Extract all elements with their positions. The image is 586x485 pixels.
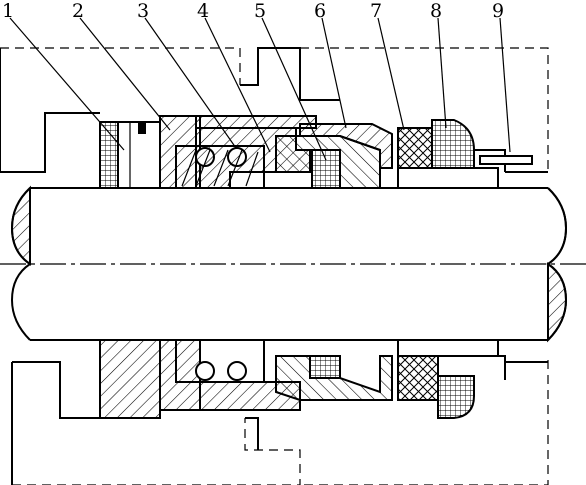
leader-lines bbox=[9, 17, 511, 161]
part-7-auxiliary-seal bbox=[397, 127, 433, 169]
part-6-stationary-ring bbox=[299, 123, 393, 169]
seal-assembly-upper bbox=[99, 115, 533, 189]
seal-assembly-lower bbox=[99, 339, 506, 419]
part-number-9: 9 bbox=[492, 0, 504, 22]
part-number-5: 5 bbox=[254, 0, 266, 22]
part-number-1: 1 bbox=[2, 0, 14, 22]
part-2-spring-seat bbox=[159, 115, 201, 189]
shaft bbox=[0, 185, 586, 343]
part-number-labels: 1 2 3 4 5 6 7 8 9 bbox=[2, 0, 504, 22]
housing-lower bbox=[11, 360, 549, 485]
part-8-gland bbox=[431, 119, 475, 169]
part-number-7: 7 bbox=[370, 0, 382, 22]
part-number-8: 8 bbox=[430, 0, 442, 22]
part-number-4: 4 bbox=[197, 0, 209, 22]
part-number-6: 6 bbox=[314, 0, 326, 22]
part-number-3: 3 bbox=[137, 0, 149, 22]
part-number-2: 2 bbox=[72, 0, 84, 22]
part-9-pin bbox=[474, 149, 533, 172]
housing-upper bbox=[0, 47, 549, 175]
